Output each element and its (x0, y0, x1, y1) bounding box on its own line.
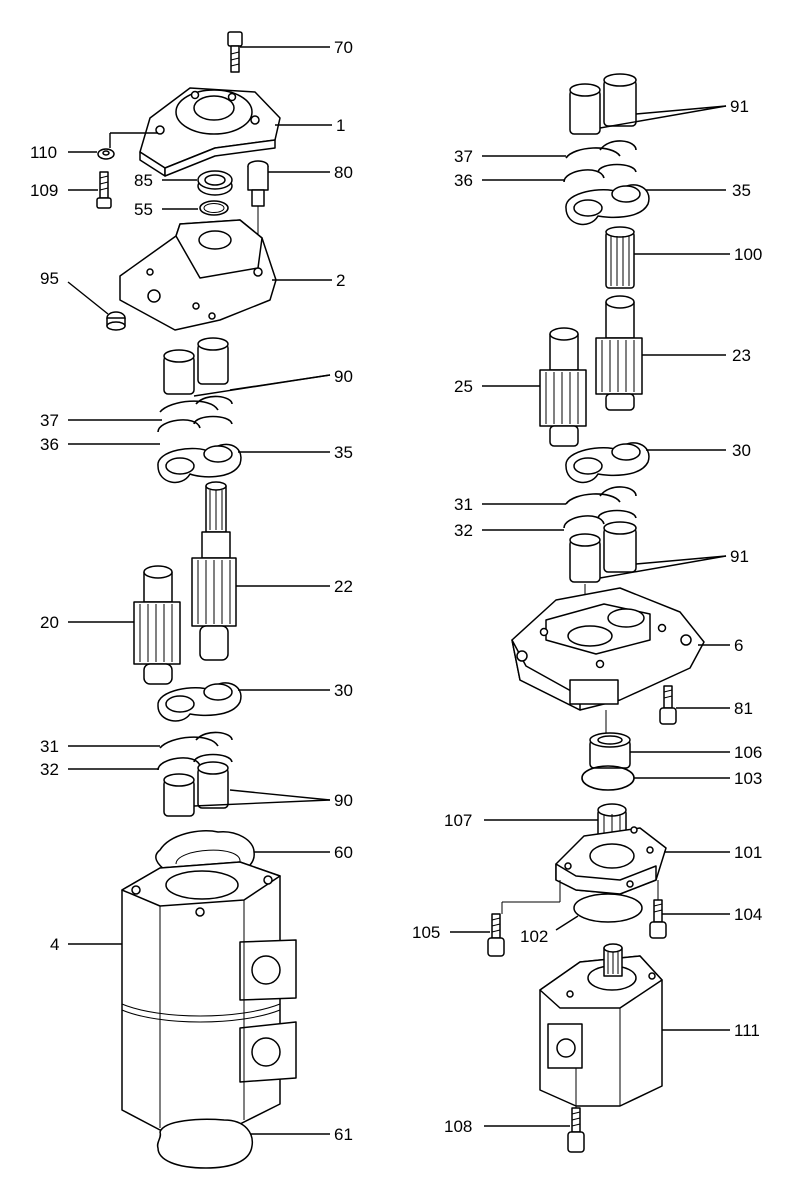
label-100: 100 (734, 245, 762, 264)
part-25-gear (539, 327, 587, 447)
label-30-right: 30 (732, 441, 751, 460)
part-103-seal (581, 765, 635, 791)
part-104-bolt (649, 899, 667, 939)
part-31-32-seals-right (563, 486, 637, 529)
part-30-plate-right (565, 442, 650, 484)
label-6: 6 (734, 636, 743, 655)
label-61: 61 (334, 1125, 353, 1144)
label-25: 25 (454, 377, 473, 396)
label-101: 101 (734, 843, 762, 862)
part-100-spline-coupling (605, 226, 635, 289)
part-91-bushings-upper (569, 73, 637, 135)
label-32-left: 32 (40, 760, 59, 779)
label-30-left: 30 (334, 681, 353, 700)
part-31-32-seals-lower (157, 731, 233, 771)
label-23: 23 (732, 346, 751, 365)
label-4: 4 (50, 935, 59, 954)
label-70: 70 (334, 38, 353, 57)
part-81-bolt (659, 685, 677, 725)
label-81: 81 (734, 699, 753, 718)
label-1: 1 (336, 116, 345, 135)
part-102-gasket (573, 893, 643, 923)
part-80-fitting (247, 160, 269, 262)
label-2: 2 (336, 271, 345, 290)
label-55: 55 (134, 200, 153, 219)
label-22: 22 (334, 577, 353, 596)
part-6-rear-cover (511, 587, 705, 711)
part-90-bushings-upper (163, 337, 229, 395)
label-105: 105 (412, 923, 440, 942)
label-91-upper: 91 (730, 97, 749, 116)
part-110-washer (97, 148, 115, 160)
part-22-drive-gear (191, 481, 237, 661)
part-70-bolt (227, 31, 243, 73)
label-85: 85 (134, 171, 153, 190)
part-85-seal (197, 170, 233, 196)
label-90-lower: 90 (334, 791, 353, 810)
label-37-right: 37 (454, 147, 473, 166)
label-31-left: 31 (40, 737, 59, 756)
part-20-driven-gear (133, 565, 181, 685)
label-108: 108 (444, 1117, 472, 1136)
label-80: 80 (334, 163, 353, 182)
part-91-bushings-lower (569, 521, 637, 583)
part-2-housing (119, 219, 277, 331)
part-90-bushings-lower (163, 761, 229, 817)
label-109: 109 (30, 181, 58, 200)
label-102: 102 (520, 927, 548, 946)
label-36-left: 36 (40, 435, 59, 454)
part-labels: 70 1 110 85 80 109 55 95 2 90 37 36 35 2… (30, 38, 762, 1144)
label-32-right: 32 (454, 521, 473, 540)
part-61-gasket (156, 1118, 254, 1169)
part-37-36-seals-upper (157, 395, 233, 433)
part-106-bushing (589, 732, 631, 769)
part-111-gear-pump (539, 943, 663, 1107)
part-1-top-cover (139, 87, 281, 177)
label-35-left: 35 (334, 443, 353, 462)
label-95: 95 (40, 269, 59, 288)
label-90-upper: 90 (334, 367, 353, 386)
part-55-oring (199, 200, 229, 216)
label-37-left: 37 (40, 411, 59, 430)
part-4-main-housing (121, 861, 297, 1131)
part-108-bolt (567, 1107, 585, 1153)
label-103: 103 (734, 769, 762, 788)
label-36-right: 36 (454, 171, 473, 190)
part-105-bolt (487, 913, 505, 957)
label-35-right: 35 (732, 181, 751, 200)
part-101-flange (555, 826, 667, 895)
part-30-plate-lower (157, 682, 242, 722)
label-20: 20 (40, 613, 59, 632)
label-31-right: 31 (454, 495, 473, 514)
label-60: 60 (334, 843, 353, 862)
part-37-36-seals-right (563, 140, 637, 183)
label-107: 107 (444, 811, 472, 830)
part-23-gear (595, 295, 643, 411)
part-35-plate-right (565, 184, 650, 226)
part-35-plate-upper (157, 443, 242, 484)
label-104: 104 (734, 905, 762, 924)
label-110: 110 (30, 143, 57, 162)
label-106: 106 (734, 743, 762, 762)
label-91-lower: 91 (730, 547, 749, 566)
label-111: 111 (734, 1021, 760, 1040)
part-109-bolt (96, 171, 112, 209)
part-95-plug (106, 311, 126, 331)
